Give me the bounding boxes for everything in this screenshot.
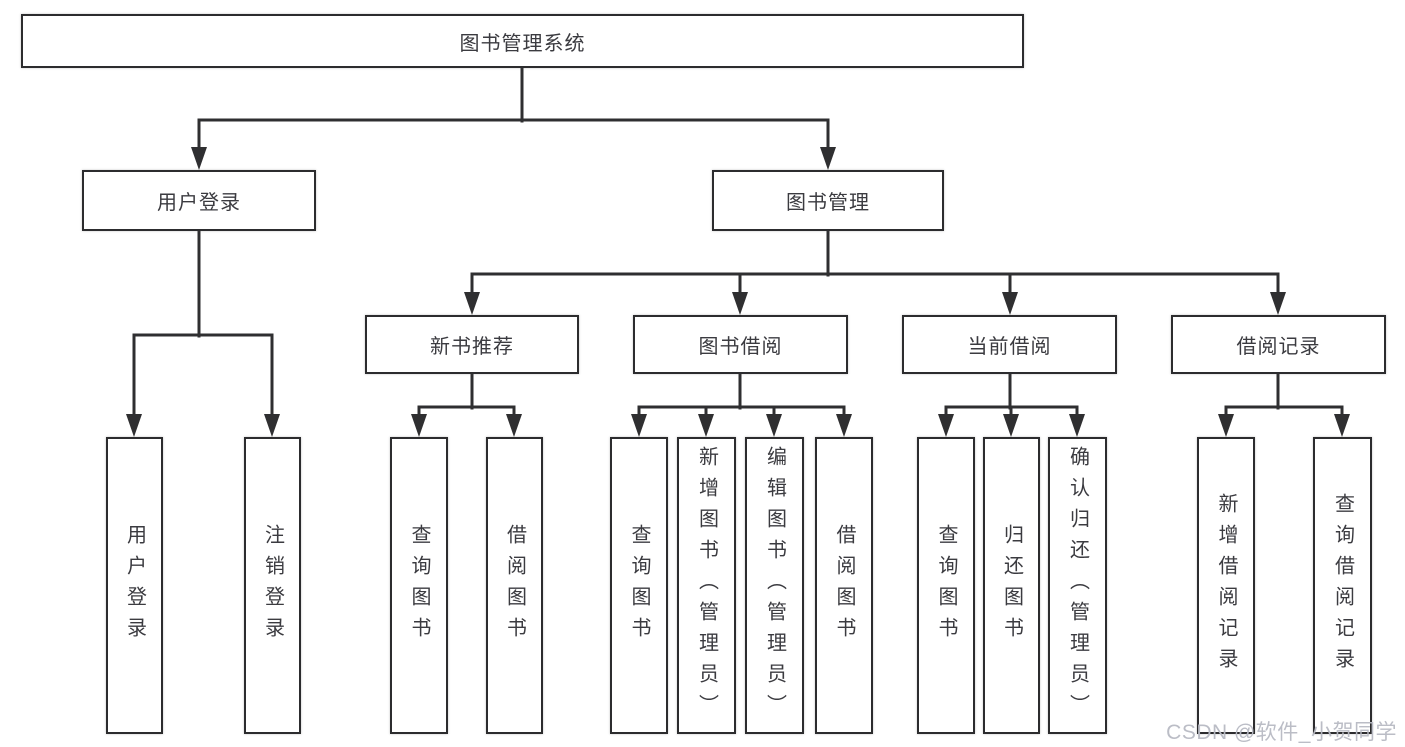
leaf-record-query-record: 查询借阅记录 — [1313, 437, 1372, 734]
leaf-borrow-borrow-book-label: 借阅图书 — [833, 523, 855, 648]
connector-root-branch — [197, 66, 830, 152]
leaf-rec-borrow-book-label: 借阅图书 — [503, 523, 526, 648]
leaf-borrow-query-book: 查询图书 — [610, 437, 668, 734]
leaf-borrow-add-book-admin-label: 新增图书（管理员） — [695, 446, 718, 725]
leaf-current-confirm-return-admin-label: 确认归还（管理员） — [1066, 446, 1089, 725]
leaf-rec-borrow-book: 借阅图书 — [486, 437, 543, 734]
node-book-borrow-label: 图书借阅 — [698, 336, 783, 358]
connector-user-login-branch — [132, 229, 274, 419]
leaf-current-return-book-label: 归还图书 — [1000, 523, 1023, 648]
node-current-borrow: 当前借阅 — [902, 315, 1117, 374]
leaf-logout: 注销登录 — [244, 437, 301, 734]
node-borrow-record-label: 借阅记录 — [1236, 336, 1321, 358]
leaf-record-query-record-label: 查询借阅记录 — [1331, 492, 1354, 679]
arrowheads — [126, 147, 1350, 437]
leaf-current-query-book: 查询图书 — [917, 437, 975, 734]
connector-book-mgmt-branch — [470, 229, 1280, 297]
leaf-record-add-record: 新增借阅记录 — [1197, 437, 1255, 734]
connector-borrow-record-branch — [1224, 372, 1344, 419]
node-book-mgmt: 图书管理 — [712, 170, 944, 231]
csdn-watermark: CSDN @软件_小贺同学 — [1166, 721, 1397, 744]
leaf-rec-query-book: 查询图书 — [390, 437, 448, 734]
leaf-login: 用户登录 — [106, 437, 163, 734]
leaf-record-add-record-label: 新增借阅记录 — [1215, 492, 1237, 679]
leaf-current-confirm-return-admin: 确认归还（管理员） — [1048, 437, 1107, 734]
node-user-login: 用户登录 — [82, 170, 316, 231]
leaf-borrow-borrow-book: 借阅图书 — [815, 437, 873, 734]
connector-current-borrow-branch — [944, 372, 1079, 419]
leaf-login-label: 用户登录 — [123, 523, 146, 648]
leaf-borrow-edit-book-admin: 编辑图书（管理员） — [745, 437, 804, 734]
connector-new-book-branch — [417, 372, 516, 419]
leaf-borrow-add-book-admin: 新增图书（管理员） — [677, 437, 736, 734]
node-new-book-recommend: 新书推荐 — [365, 315, 579, 374]
leaf-current-query-book-label: 查询图书 — [935, 523, 957, 648]
leaf-borrow-query-book-label: 查询图书 — [628, 523, 650, 648]
node-book-mgmt-label: 图书管理 — [786, 192, 870, 214]
leaf-rec-query-book-label: 查询图书 — [408, 523, 430, 648]
node-book-borrow: 图书借阅 — [633, 315, 848, 374]
node-new-book-recommend-label: 新书推荐 — [430, 336, 514, 358]
connector-book-borrow-branch — [637, 372, 846, 419]
leaf-current-return-book: 归还图书 — [983, 437, 1040, 734]
node-user-login-label: 用户登录 — [157, 192, 241, 214]
node-borrow-record: 借阅记录 — [1171, 315, 1386, 374]
node-current-borrow-label: 当前借阅 — [967, 336, 1052, 358]
leaf-borrow-edit-book-admin-label: 编辑图书（管理员） — [763, 446, 786, 725]
leaf-logout-label: 注销登录 — [261, 523, 284, 648]
node-root: 图书管理系统 — [21, 14, 1024, 68]
node-root-label: 图书管理系统 — [459, 32, 586, 55]
